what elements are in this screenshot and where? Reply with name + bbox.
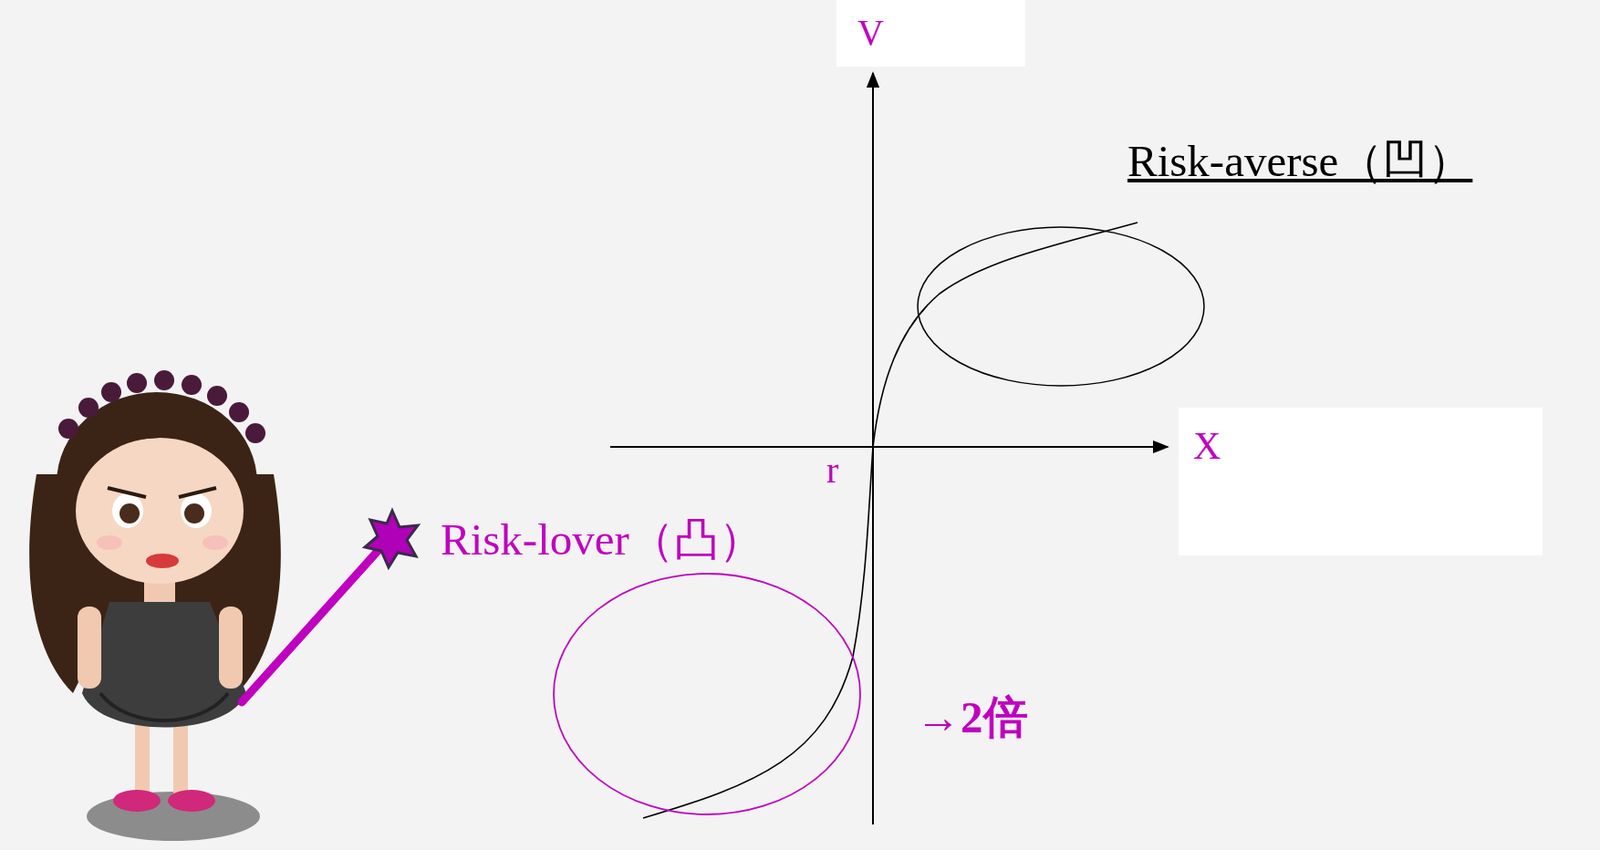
axis-label: V [857, 12, 884, 53]
convex-region-circle [553, 573, 861, 815]
label-ground [1178, 407, 1543, 556]
girl-illustration [29, 370, 418, 842]
region-label: Risk-lover（凸） [440, 515, 764, 565]
note-label: →2倍 [915, 693, 1029, 743]
concave-region-circle [917, 227, 1205, 386]
axis-label: X [1193, 425, 1221, 468]
reference-point-label: r [826, 450, 839, 491]
label-ground [836, 0, 1026, 67]
x-axis [610, 446, 1168, 448]
region-label: Risk-averse（凹） [1127, 136, 1473, 187]
